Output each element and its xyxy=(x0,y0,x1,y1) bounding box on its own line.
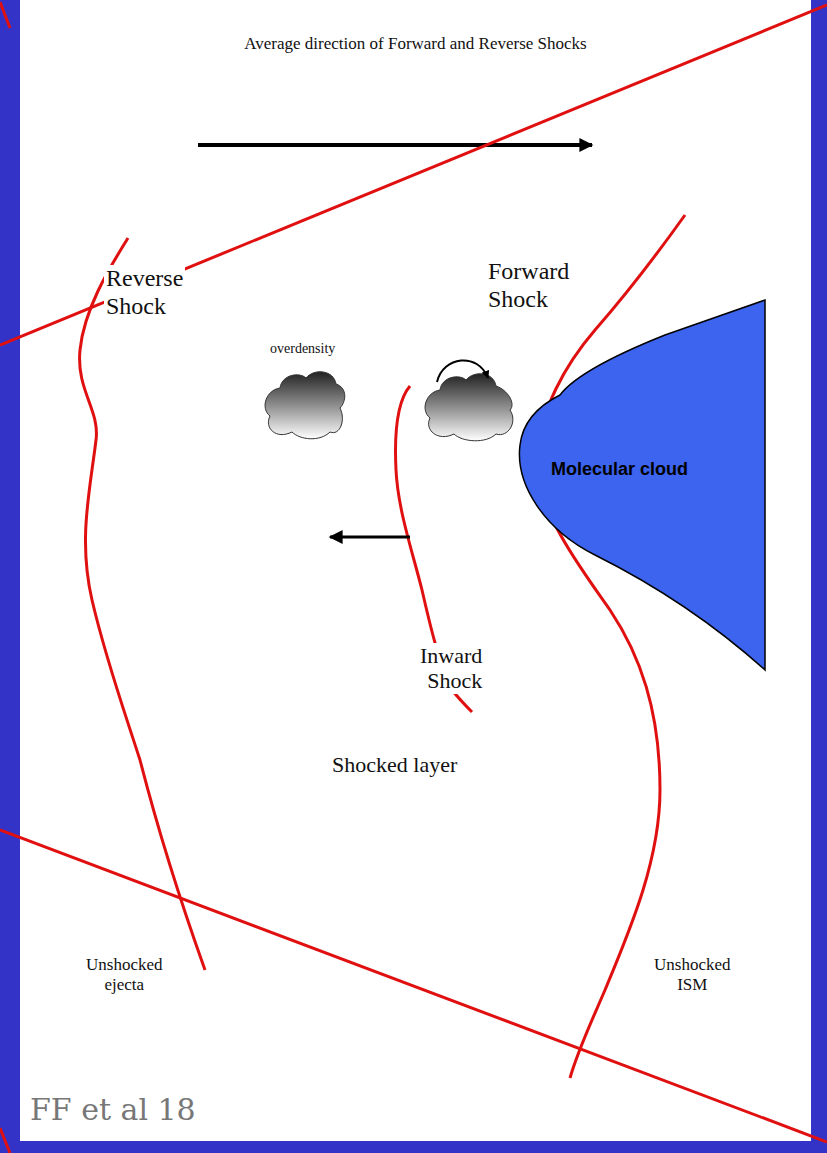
annotation: Reverse Shock xyxy=(104,265,185,320)
cloud-outline xyxy=(515,295,770,675)
annotation: Inward Shock xyxy=(418,643,484,694)
node-text: Molecular cloud xyxy=(551,459,688,480)
direction-arrow xyxy=(198,143,592,147)
annotation: Unshocked ISM xyxy=(652,955,732,994)
overdensity-blob xyxy=(425,374,513,441)
inward-arrow xyxy=(330,536,410,539)
overdensity-blob xyxy=(265,372,345,439)
cross-line xyxy=(0,830,827,1142)
cross-line xyxy=(0,1128,10,1153)
annotation: Unshocked ejecta xyxy=(84,955,164,994)
annotation: Forward Shock xyxy=(486,258,571,313)
reverse-shock-curve xyxy=(80,238,205,970)
cloud-outline-path xyxy=(519,300,765,670)
cloud-shape: Molecular cloud xyxy=(515,295,770,675)
title: Average direction of Forward and Reverse… xyxy=(0,34,827,54)
curved-arrow xyxy=(437,360,488,382)
annotation: overdensity xyxy=(268,341,337,357)
citation: FF et al 18 xyxy=(28,1093,198,1128)
panel xyxy=(20,0,811,1141)
cross-line xyxy=(0,2,10,28)
annotation: Shocked layer xyxy=(330,752,459,777)
cross-line xyxy=(0,5,827,345)
